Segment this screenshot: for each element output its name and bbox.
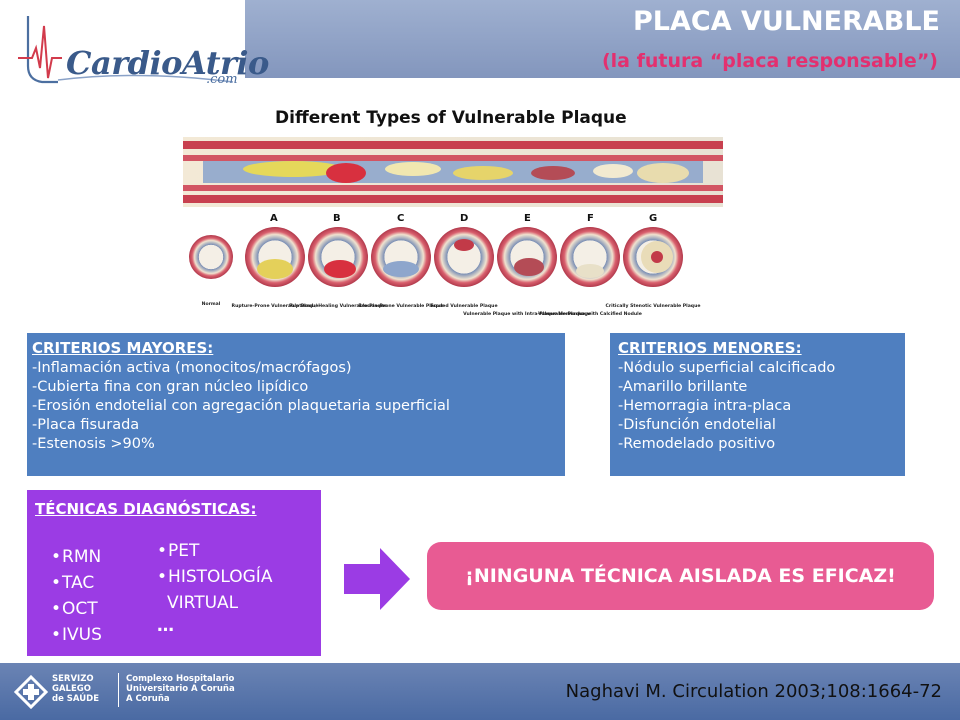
criterio-menor-item: -Hemorragia intra-placa bbox=[618, 398, 792, 414]
criterio-menor-item: -Remodelado positivo bbox=[618, 436, 776, 452]
caption-b: Ruptured / Healing Vulnerable Plaque bbox=[289, 303, 387, 309]
cross-section-d bbox=[434, 227, 494, 287]
criterios-mayores-heading: CRITERIOS MAYORES: bbox=[32, 339, 214, 357]
caption-normal: Normal bbox=[202, 301, 221, 307]
criterios-mayores-box: CRITERIOS MAYORES: -Inflamación activa (… bbox=[27, 333, 565, 476]
letter-f: F bbox=[587, 213, 594, 224]
vulnerable-plaque-figure: Different Types of Vulnerable Plaque A B… bbox=[183, 95, 723, 335]
logo-divider bbox=[118, 673, 119, 707]
sergas-name: SERVIZO GALEGO de SAÚDE bbox=[52, 674, 100, 704]
criterios-menores-heading: CRITERIOS MENORES: bbox=[618, 339, 802, 357]
cross-section-normal bbox=[189, 235, 233, 279]
caption-d: Eroded Vulnerable Plaque bbox=[430, 303, 497, 309]
page-subtitle: (la futura “placa responsable”) bbox=[601, 50, 938, 72]
criterio-menor-item: -Amarillo brillante bbox=[618, 379, 748, 395]
logo-text: CardioAtrio bbox=[66, 44, 269, 82]
letter-g: G bbox=[649, 213, 657, 224]
tecnica-item: TAC bbox=[51, 570, 102, 596]
cross-section-f bbox=[560, 227, 620, 287]
tecnicas-ellipsis: … bbox=[157, 616, 176, 636]
cross-section-e bbox=[497, 227, 557, 287]
tecnicas-heading: TÉCNICAS DIAGNÓSTICAS: bbox=[35, 500, 257, 518]
sergas-logo: SERVIZO GALEGO de SAÚDE Complexo Hospita… bbox=[14, 671, 244, 713]
cardioatrio-logo: CardioAtrio .com bbox=[18, 8, 269, 98]
conclusion-text: ¡NINGUNA TÉCNICA AISLADA ES EFICAZ! bbox=[465, 565, 896, 587]
hospital-name: Complexo Hospitalario Universitario A Co… bbox=[126, 674, 235, 704]
criterios-menores-box: CRITERIOS MENORES: -Nódulo superficial c… bbox=[610, 333, 905, 476]
logo-domain: .com bbox=[206, 72, 238, 87]
criterio-mayor-item: -Placa fisurada bbox=[32, 417, 140, 433]
tecnicas-list-1: RMN TAC OCT IVUS bbox=[51, 544, 102, 648]
letter-e: E bbox=[524, 213, 531, 224]
caption-g: Critically Stenotic Vulnerable Plaque bbox=[606, 303, 701, 309]
tecnica-item: HISTOLOGÍA bbox=[157, 564, 272, 590]
cross-section-c bbox=[371, 227, 431, 287]
caption-f: Vulnerable Plaque with Calcified Nodule bbox=[538, 311, 642, 317]
caption-a: Rupture-Prone Vulnerable Plaque bbox=[232, 303, 319, 309]
criterio-menor-item: -Disfunción endotelial bbox=[618, 417, 776, 433]
letter-a: A bbox=[270, 213, 278, 224]
criterio-mayor-item: -Inflamación activa (monocitos/macrófago… bbox=[32, 360, 352, 376]
ecg-heart-icon bbox=[18, 16, 234, 84]
tecnica-item-continuation: VIRTUAL bbox=[167, 593, 239, 613]
caption-c: Erosion-Prone Vulnerable Plaque bbox=[358, 303, 443, 309]
tecnica-item: OCT bbox=[51, 596, 102, 622]
sergas-cross-icon bbox=[14, 675, 48, 709]
citation: Naghavi M. Circulation 2003;108:1664-72 bbox=[565, 681, 942, 702]
footer-band: SERVIZO GALEGO de SAÚDE Complexo Hospita… bbox=[0, 663, 960, 720]
criterio-menor-item: -Nódulo superficial calcificado bbox=[618, 360, 836, 376]
conclusion-banner: ¡NINGUNA TÉCNICA AISLADA ES EFICAZ! bbox=[427, 542, 934, 610]
cross-section-b bbox=[308, 227, 368, 287]
criterio-mayor-item: -Cubierta fina con gran núcleo lipídico bbox=[32, 379, 309, 395]
right-arrow-icon bbox=[344, 548, 410, 610]
tecnica-item: RMN bbox=[51, 544, 102, 570]
letter-b: B bbox=[333, 213, 341, 224]
page-title: PLACA VULNERABLE bbox=[633, 6, 940, 37]
criterio-mayor-item: -Estenosis >90% bbox=[32, 436, 155, 452]
tecnicas-list-2: PET HISTOLOGÍA VIRTUAL bbox=[157, 538, 272, 616]
letter-c: C bbox=[397, 213, 404, 224]
letter-d: D bbox=[460, 213, 468, 224]
tecnica-item: PET bbox=[157, 538, 272, 564]
figure-title: Different Types of Vulnerable Plaque bbox=[275, 108, 627, 128]
tecnica-item: IVUS bbox=[51, 622, 102, 648]
caption-e: Vulnerable Plaque with Intra-Plaque Hemo… bbox=[463, 311, 591, 317]
criterio-mayor-item: -Erosión endotelial con agregación plaqu… bbox=[32, 398, 450, 414]
tecnicas-diagnosticas-box: TÉCNICAS DIAGNÓSTICAS: RMN TAC OCT IVUS … bbox=[27, 490, 321, 656]
